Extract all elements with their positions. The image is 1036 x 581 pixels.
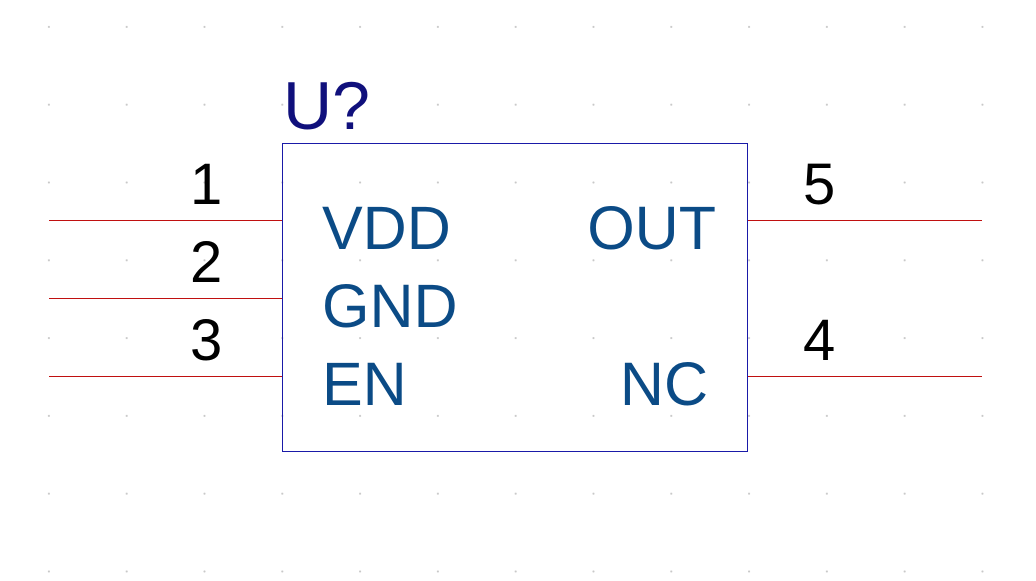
reference-designator[interactable]: U? bbox=[283, 68, 370, 144]
pin-2-name: GND bbox=[322, 272, 458, 340]
pin-3-name: EN bbox=[322, 350, 407, 418]
pin-1-wire[interactable] bbox=[49, 220, 282, 221]
pin-4-number: 4 bbox=[803, 308, 836, 373]
pin-5-wire[interactable] bbox=[748, 220, 982, 221]
pin-3-wire[interactable] bbox=[49, 376, 282, 377]
component-body[interactable] bbox=[282, 143, 748, 452]
pin-4-name: NC bbox=[619, 350, 708, 418]
pin-3-number: 3 bbox=[190, 308, 223, 373]
pin-1-name: VDD bbox=[322, 194, 451, 262]
pin-2-number: 2 bbox=[190, 230, 223, 295]
pin-1-number: 1 bbox=[190, 152, 223, 217]
pin-2-wire[interactable] bbox=[49, 298, 282, 299]
pin-5-number: 5 bbox=[803, 152, 836, 217]
pin-5-name: OUT bbox=[587, 194, 716, 262]
pin-4-wire[interactable] bbox=[748, 376, 982, 377]
